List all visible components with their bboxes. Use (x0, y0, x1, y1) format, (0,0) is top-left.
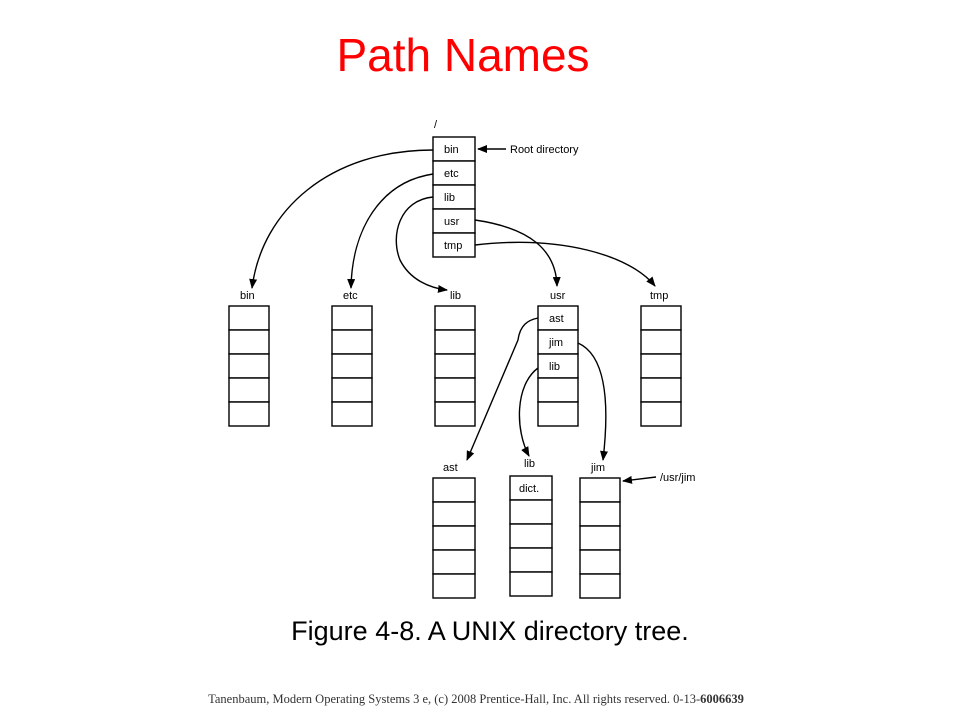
usr-jim-annotation: /usr/jim (660, 472, 695, 484)
arrow-root-etc (347, 173, 434, 289)
dir-etc (331, 305, 373, 427)
dir-usr-lib: dict. (509, 475, 553, 597)
arrow-usr-lib (518, 367, 539, 457)
arrow-root-bin (249, 149, 434, 289)
arrow-root-tmp (474, 241, 656, 287)
usr-entry-jim: jim (548, 337, 563, 349)
root-entry-lib: lib (444, 192, 455, 204)
dir-label-bin: bin (240, 290, 255, 302)
root-entry-etc-cell (432, 160, 476, 186)
root-entry-etc: etc (444, 168, 459, 180)
dir-label-ast: ast (443, 462, 458, 474)
root-entry-bin: bin (444, 144, 459, 156)
dir-usr: ast jim lib (537, 305, 579, 427)
slide-title: Path Names (336, 29, 590, 81)
root-entry-bin-cell (432, 136, 476, 162)
usr-entry-ast: ast (549, 313, 564, 325)
dir-lib (434, 305, 476, 427)
footer-text: Tanenbaum, Modern Operating Systems 3 e,… (208, 692, 701, 706)
dir-label-jim: jim (590, 462, 605, 474)
jim-annotation-arrow (622, 475, 657, 484)
usr-entry-lib: lib (549, 361, 560, 373)
arrow-usr-ast (466, 317, 539, 461)
dir-label-usr-lib: lib (524, 458, 535, 470)
dir-tmp (640, 305, 682, 427)
arrow-root-lib (395, 196, 448, 293)
root-entry-tmp: tmp (444, 240, 462, 252)
usr-lib-entry-dict: dict. (519, 483, 539, 495)
root-directory-annotation: Root directory (510, 144, 579, 156)
arrow-root-usr (474, 219, 561, 287)
arrow-usr-jim (577, 342, 609, 461)
dir-label-usr: usr (550, 290, 566, 302)
dir-jim (579, 477, 621, 599)
dir-label-lib: lib (450, 290, 461, 302)
figure-caption: Figure 4-8. A UNIX directory tree. (291, 616, 689, 646)
copyright-footer: Tanenbaum, Modern Operating Systems 3 e,… (0, 692, 952, 707)
dir-label-tmp: tmp (650, 290, 668, 302)
root-entry-tmp-cell (432, 232, 476, 258)
footer-isbn: 6006639 (700, 692, 744, 706)
root-entry-usr: usr (444, 216, 460, 228)
root-directory: / bin etc lib usr tmp (432, 119, 476, 258)
root-slash-label: / (434, 119, 438, 131)
dir-label-etc: etc (343, 290, 358, 302)
dir-ast (432, 477, 476, 599)
dir-bin (228, 305, 270, 427)
